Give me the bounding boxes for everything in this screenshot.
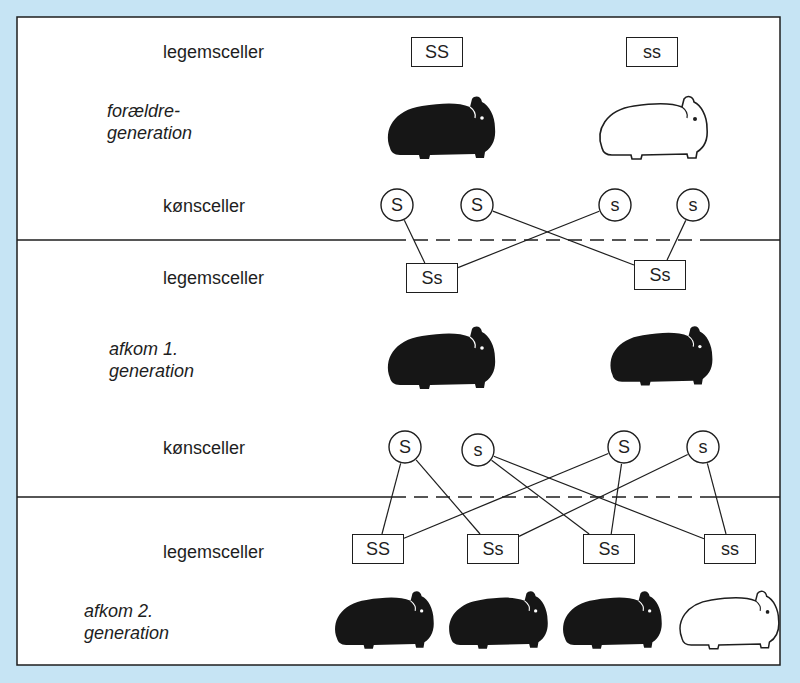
inheritance-line <box>404 454 608 539</box>
genotype-text: Ss <box>482 539 503 559</box>
genotype-box: ss <box>704 534 756 564</box>
inheritance-line <box>416 460 480 534</box>
gamete-circle: s <box>676 188 710 222</box>
allele-text: s <box>474 440 483 460</box>
gamete-circle: S <box>460 188 494 222</box>
row-label: kønsceller <box>163 195 245 217</box>
allele-text: S <box>618 437 630 457</box>
inheritance-line <box>707 463 726 534</box>
gamete-circle: S <box>380 188 414 222</box>
genotype-box: ss <box>626 37 678 67</box>
gamete-circle: s <box>598 188 632 222</box>
genotype-box: Ss <box>467 534 519 564</box>
guinea-pig-black <box>563 591 662 648</box>
guinea-pig-black <box>388 97 495 159</box>
guinea-pig-black <box>449 591 548 648</box>
genotype-text: SS <box>425 42 449 62</box>
gamete-circle: S <box>607 430 641 464</box>
generation-label: forældre- generation <box>107 100 211 144</box>
section-dividers <box>17 240 780 497</box>
guinea-pig-black <box>335 591 434 648</box>
inheritance-line <box>519 454 688 536</box>
allele-text: s <box>689 195 698 215</box>
guinea-pig-white <box>680 591 779 648</box>
inheritance-line <box>404 220 424 263</box>
guinea-pig-black <box>388 327 495 389</box>
genotype-text: ss <box>721 539 739 559</box>
allele-text: s <box>611 195 620 215</box>
allele-text: s <box>699 437 708 457</box>
genotype-box: SS <box>411 37 463 67</box>
inheritance-line <box>611 464 621 534</box>
gamete-circle: s <box>686 430 720 464</box>
row-label: legemsceller <box>163 541 264 563</box>
allele-text: S <box>471 195 483 215</box>
panel <box>17 17 780 665</box>
allele-text: S <box>391 195 403 215</box>
genotype-text: Ss <box>421 268 442 288</box>
genotype-text: ss <box>643 42 661 62</box>
genotype-box: Ss <box>583 534 635 564</box>
inheritance-line <box>382 463 401 534</box>
allele-text: S <box>399 437 411 457</box>
guinea-pig-white <box>600 97 707 159</box>
row-label: kønsceller <box>163 437 245 459</box>
generation-label: afkom 1. generation <box>109 338 213 382</box>
generation-label: afkom 2. generation <box>84 600 188 644</box>
inheritance-line <box>667 220 686 260</box>
guinea-pig-black <box>611 326 713 385</box>
row-label: legemsceller <box>163 267 264 289</box>
genotype-text: Ss <box>649 265 670 285</box>
row-label: legemsceller <box>163 41 264 63</box>
genotype-box: SS <box>352 534 404 564</box>
gamete-circle: s <box>461 433 495 467</box>
genotype-box: Ss <box>634 260 686 290</box>
gamete-circle: S <box>388 430 422 464</box>
genotype-box: Ss <box>406 263 458 293</box>
inheritance-line <box>492 460 590 534</box>
genotype-text: Ss <box>598 539 619 559</box>
genotype-text: SS <box>366 539 390 559</box>
